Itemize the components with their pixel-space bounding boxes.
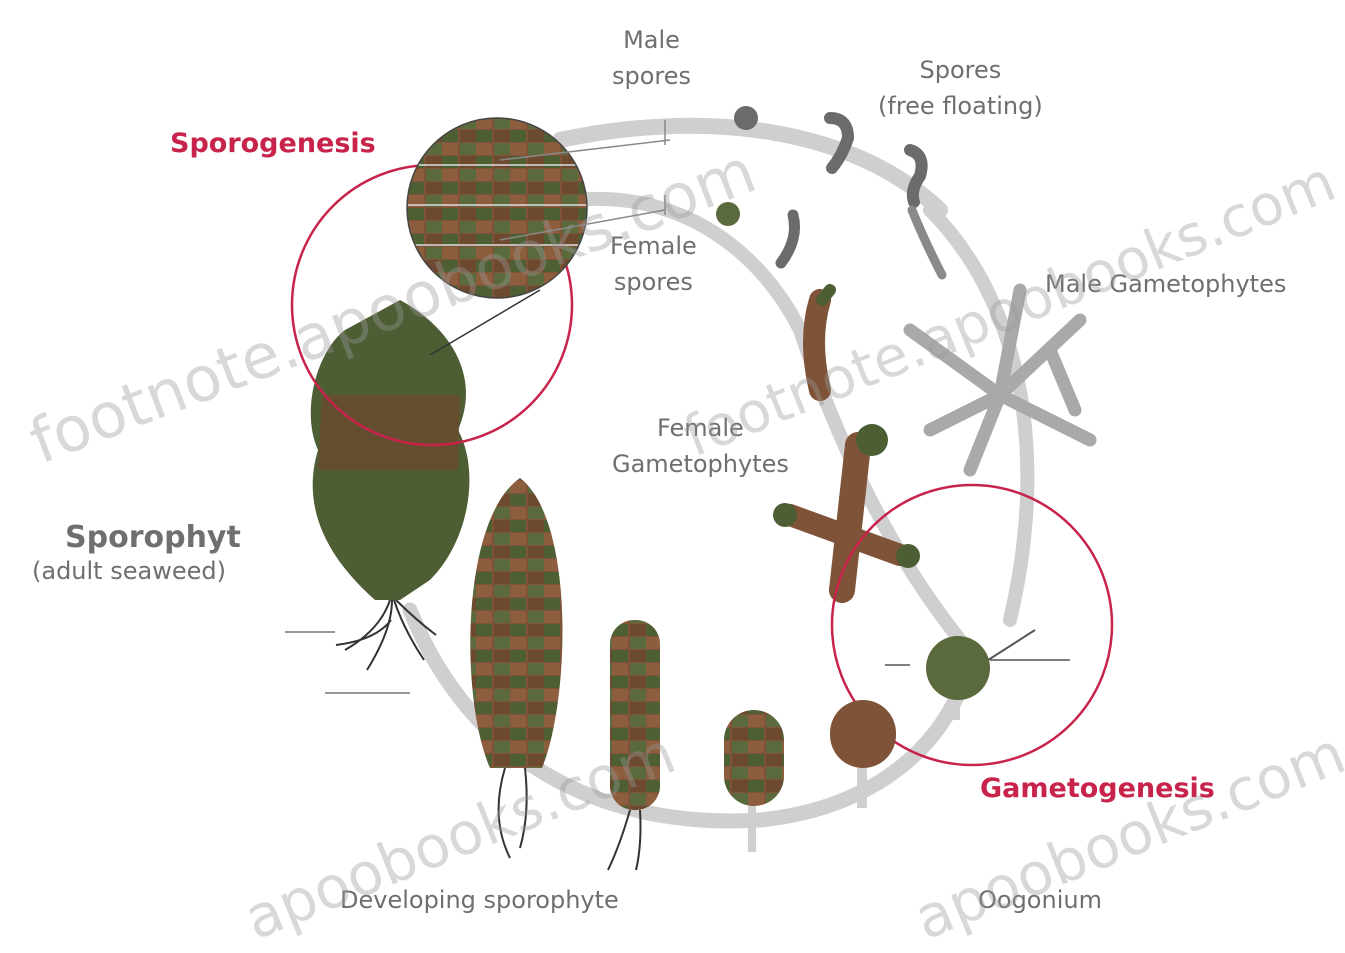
label-female-spores: Female spores bbox=[610, 228, 697, 300]
label-gametogenesis: Gametogenesis bbox=[980, 773, 1215, 804]
label-female-gametophytes: Female Gametophytes bbox=[612, 410, 789, 482]
label-male-gametophytes: Male Gametophytes bbox=[1045, 266, 1286, 302]
label-sporophyte-subtitle: (adult seaweed) bbox=[32, 553, 226, 589]
label-male-spores: Male spores bbox=[612, 22, 691, 94]
adult-sporophyte-illustration bbox=[285, 300, 469, 693]
label-sporogenesis: Sporogenesis bbox=[170, 128, 376, 159]
label-spores-free-floating: Spores (free floating) bbox=[878, 52, 1043, 124]
label-oogonium: Oogonium bbox=[978, 882, 1102, 918]
label-developing-sporophyte: Developing sporophyte bbox=[340, 882, 619, 918]
